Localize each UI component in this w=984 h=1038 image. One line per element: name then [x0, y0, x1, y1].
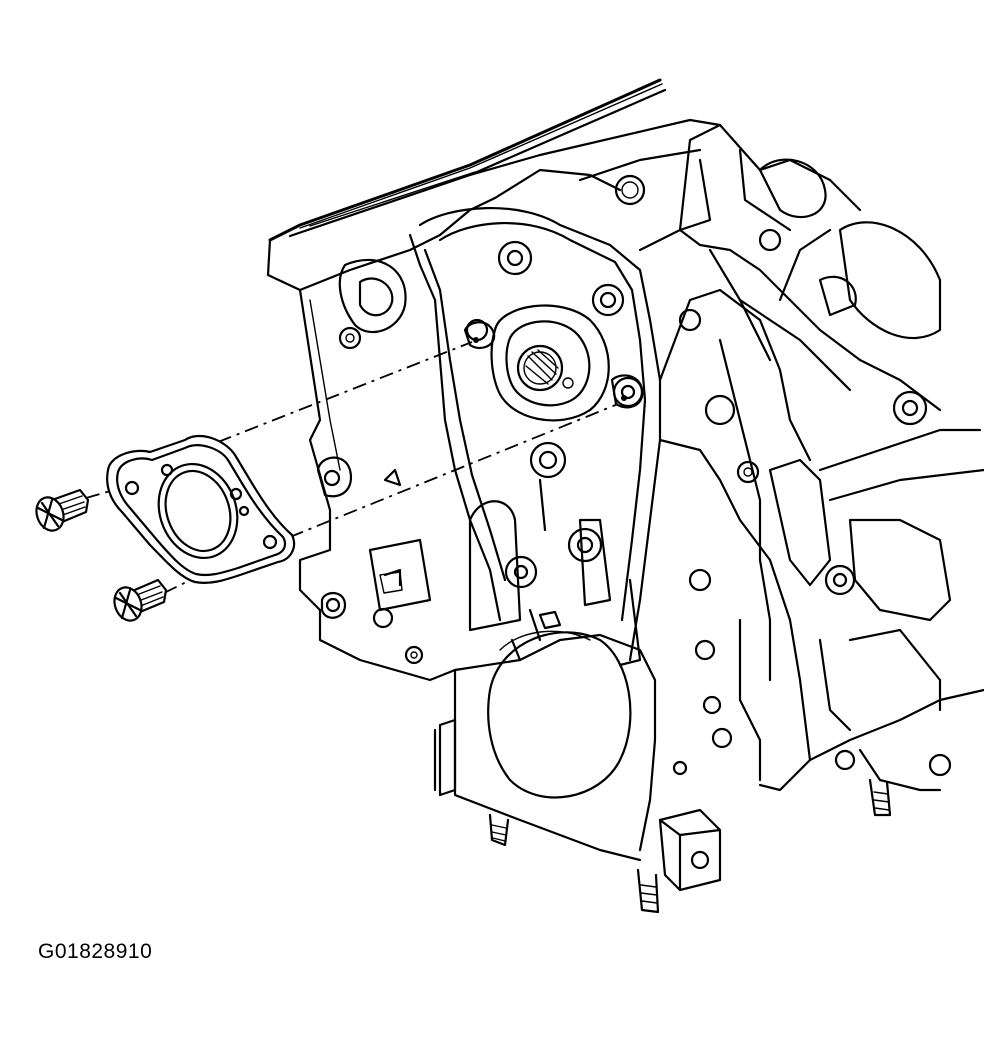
figure-id-label: G01828910 [38, 940, 153, 963]
engine-block [266, 78, 984, 914]
stud [868, 778, 892, 817]
stud [488, 813, 510, 847]
block-bearing-section [433, 608, 892, 914]
block-front-face [383, 206, 662, 667]
block-right-section [493, 123, 984, 792]
mounting-bolt [113, 578, 168, 622]
block-left-face [266, 196, 497, 682]
stud [636, 868, 660, 914]
block-top-deck [268, 78, 722, 242]
mounting-bolt [35, 488, 90, 532]
oil-pump-cover-plate [106, 434, 296, 584]
